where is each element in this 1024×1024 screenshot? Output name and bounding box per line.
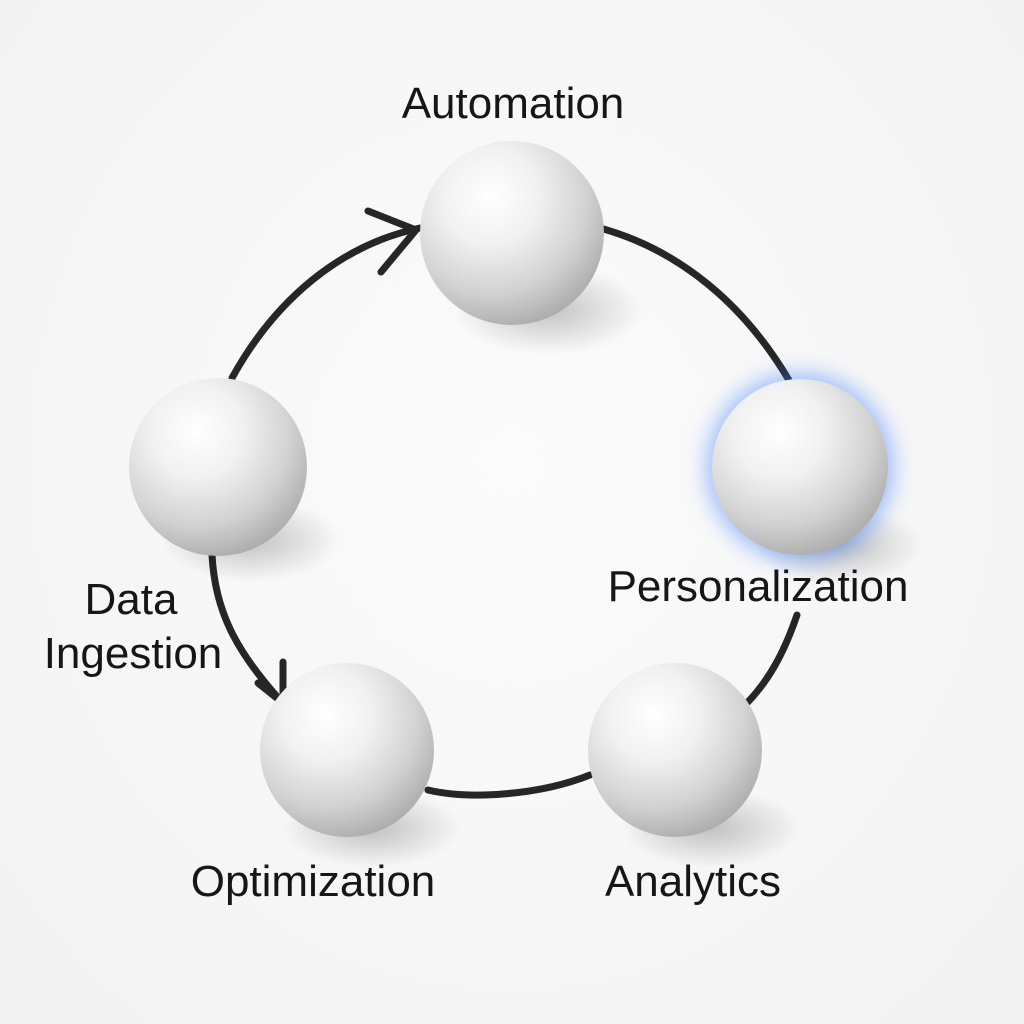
ring-segment-ingestion-to-automation <box>228 224 424 382</box>
node-data-ingestion-label-line1: Data <box>85 575 178 624</box>
ring-segment-analytics-to-optimization <box>424 771 594 799</box>
node-automation-label: Automation <box>402 79 625 128</box>
node-analytics-label: Analytics <box>605 857 781 906</box>
node-optimization-sphere[interactable] <box>260 663 434 837</box>
node-personalization-label: Personalization <box>608 562 909 611</box>
arrow-to-automation-icon <box>364 207 420 276</box>
node-analytics-sphere[interactable] <box>588 663 762 837</box>
node-personalization-sphere[interactable] <box>712 379 888 555</box>
ring-segment-automation-to-personalization <box>596 224 794 386</box>
node-optimization-label: Optimization <box>191 857 436 906</box>
node-data-ingestion-label-line2: Ingestion <box>44 629 223 678</box>
node-automation-sphere[interactable] <box>420 141 604 325</box>
ring-segment-personalization-to-analytics <box>741 611 801 709</box>
node-data-ingestion-sphere[interactable] <box>129 378 307 556</box>
